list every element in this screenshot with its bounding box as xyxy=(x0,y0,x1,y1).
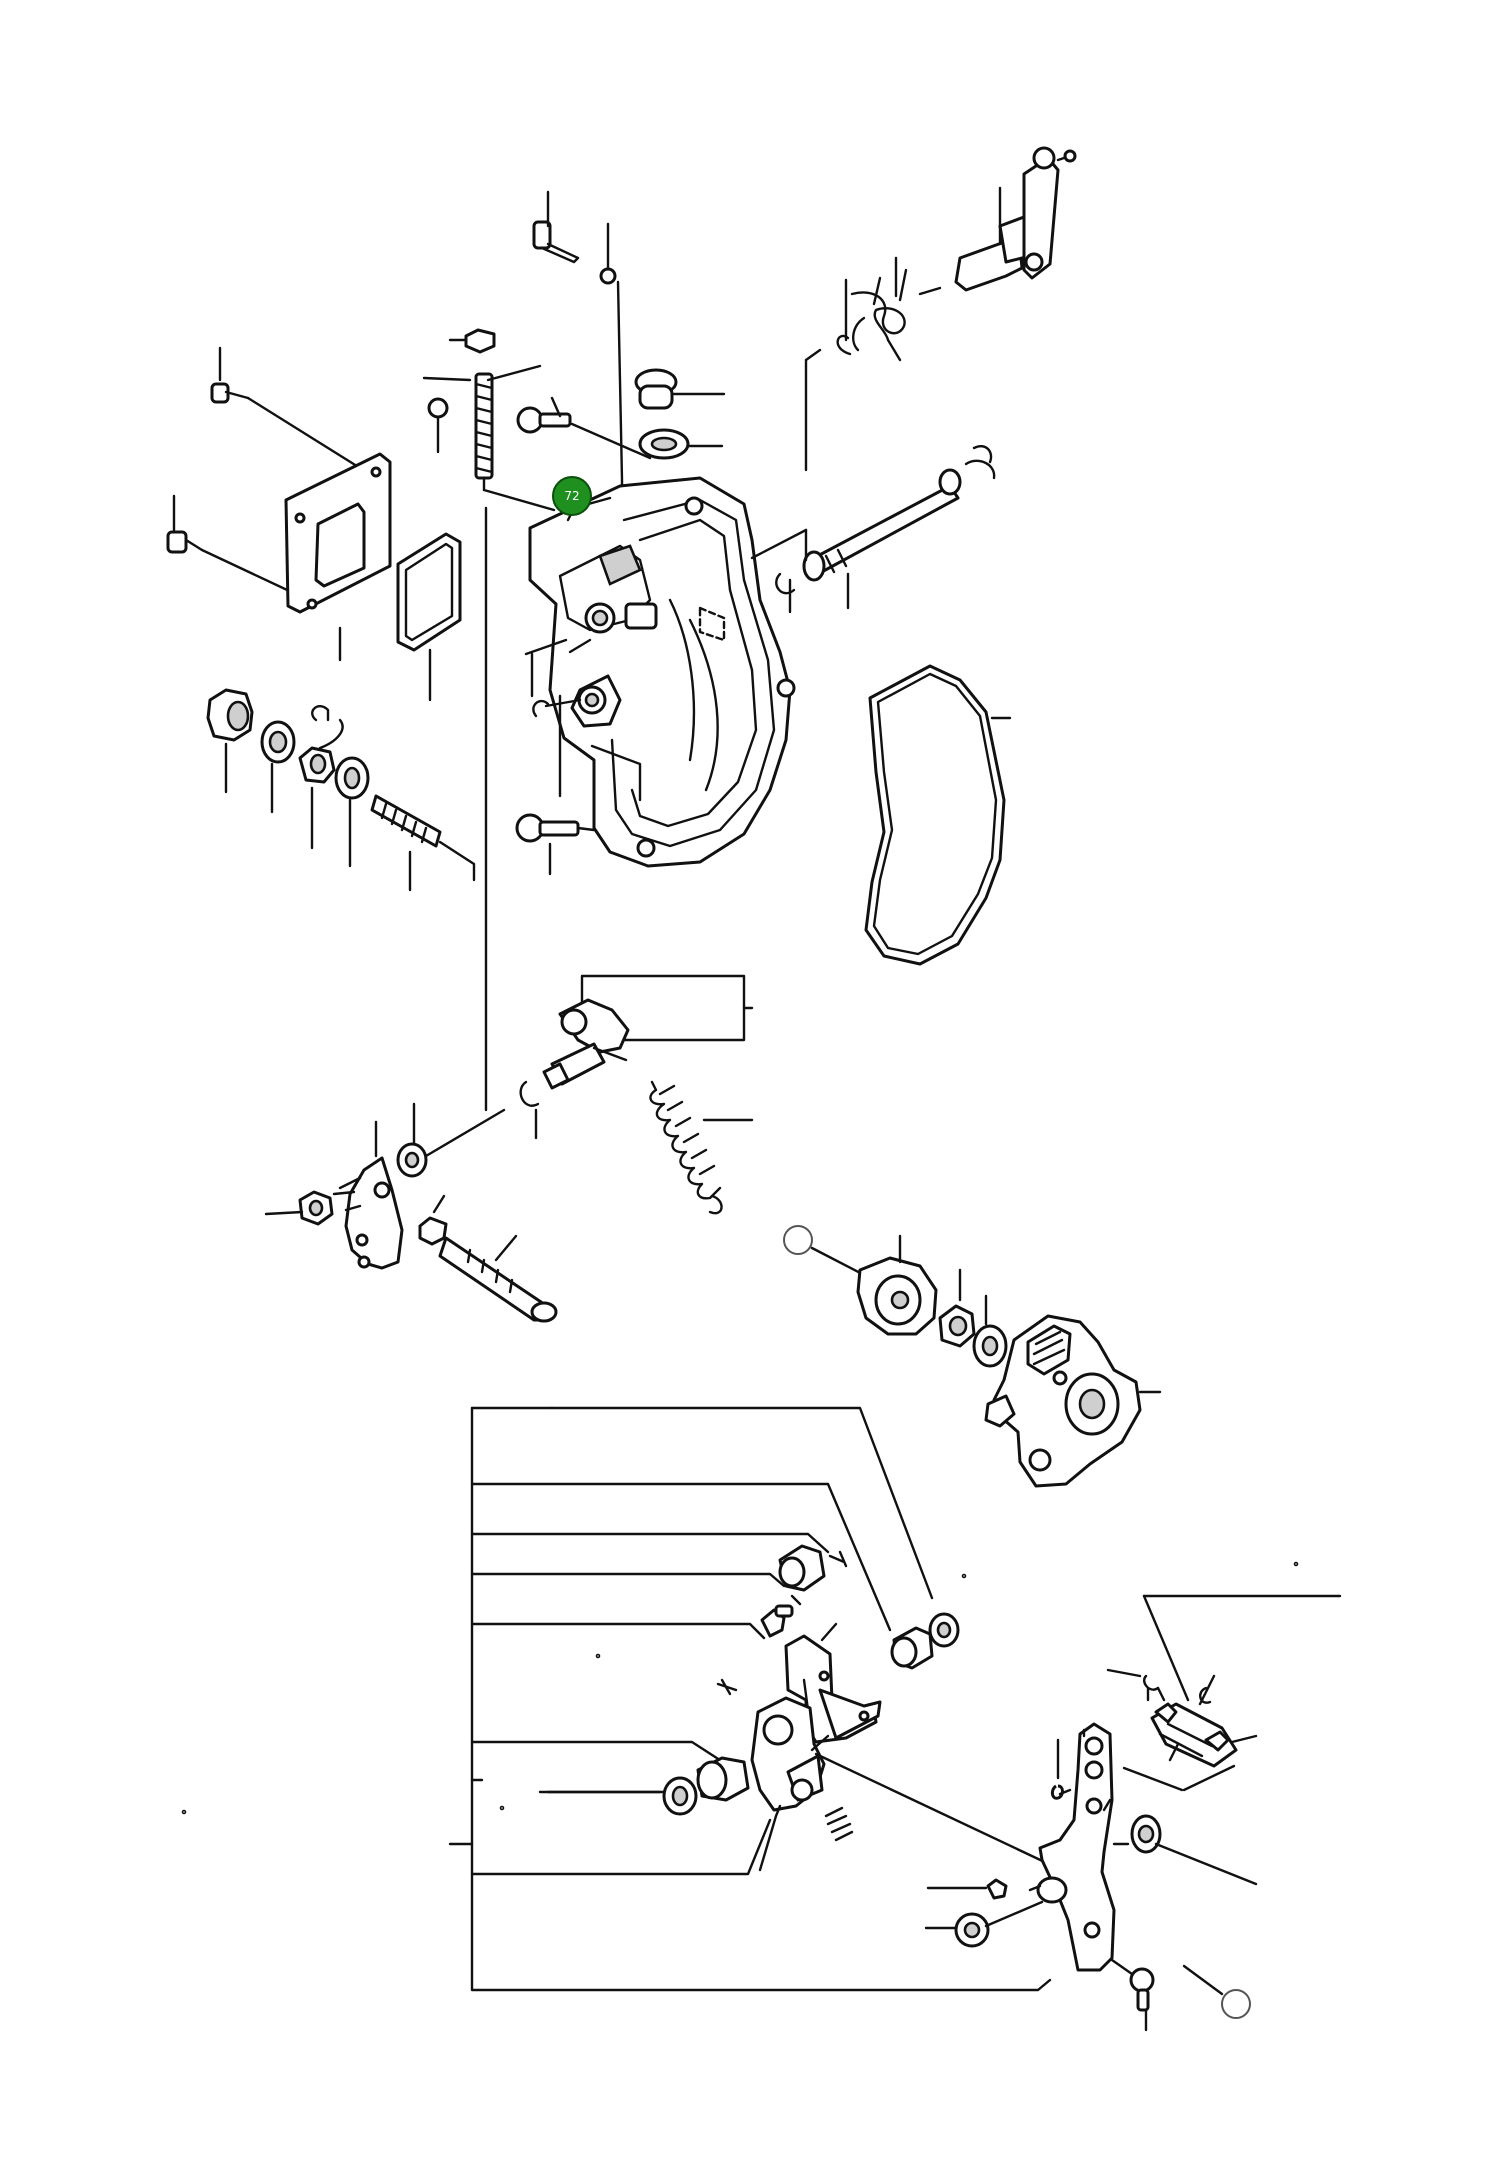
spring-mid xyxy=(649,1080,754,1215)
cap-washer xyxy=(634,368,726,460)
callout-circle-2[interactable] xyxy=(1221,1989,1251,2019)
left-screws xyxy=(166,346,362,598)
clips-left xyxy=(524,638,592,718)
governor-discs xyxy=(856,1234,1008,1368)
washer-small-top xyxy=(599,267,617,285)
bushing-upper xyxy=(890,1612,960,1670)
callout-72-label: 72 xyxy=(564,489,579,503)
upper-assembly: 72 xyxy=(166,146,1077,1112)
clip-assembly xyxy=(1106,1594,1342,1792)
flange-plate xyxy=(284,452,392,662)
bolt-upper xyxy=(516,396,652,460)
small-gasket xyxy=(396,532,462,702)
middle-assembly xyxy=(264,974,1162,1488)
shaft-right xyxy=(750,445,996,614)
bushing-set xyxy=(546,1756,750,1816)
bracket-lever xyxy=(716,1622,1072,1876)
right-lever xyxy=(924,1722,1258,1972)
bolt-lower-housing xyxy=(515,813,596,876)
nut-stud xyxy=(422,328,556,512)
lever-plate xyxy=(264,1102,558,1323)
governor-shaft xyxy=(542,998,630,1090)
lower-cylinder xyxy=(760,1544,826,1638)
lower-assembly xyxy=(181,1406,1342,2032)
screw-top xyxy=(532,190,580,264)
callout-circle-1[interactable] xyxy=(783,1225,813,1255)
spring-small xyxy=(824,1806,854,1842)
callout-72[interactable]: 72 xyxy=(552,476,612,522)
pump-body xyxy=(984,1314,1162,1488)
large-gasket xyxy=(864,664,1012,966)
main-housing xyxy=(528,476,796,868)
bolt-lower-right xyxy=(1110,1958,1155,2032)
nut-cluster xyxy=(206,688,476,892)
spring-lever-top xyxy=(804,146,1077,472)
